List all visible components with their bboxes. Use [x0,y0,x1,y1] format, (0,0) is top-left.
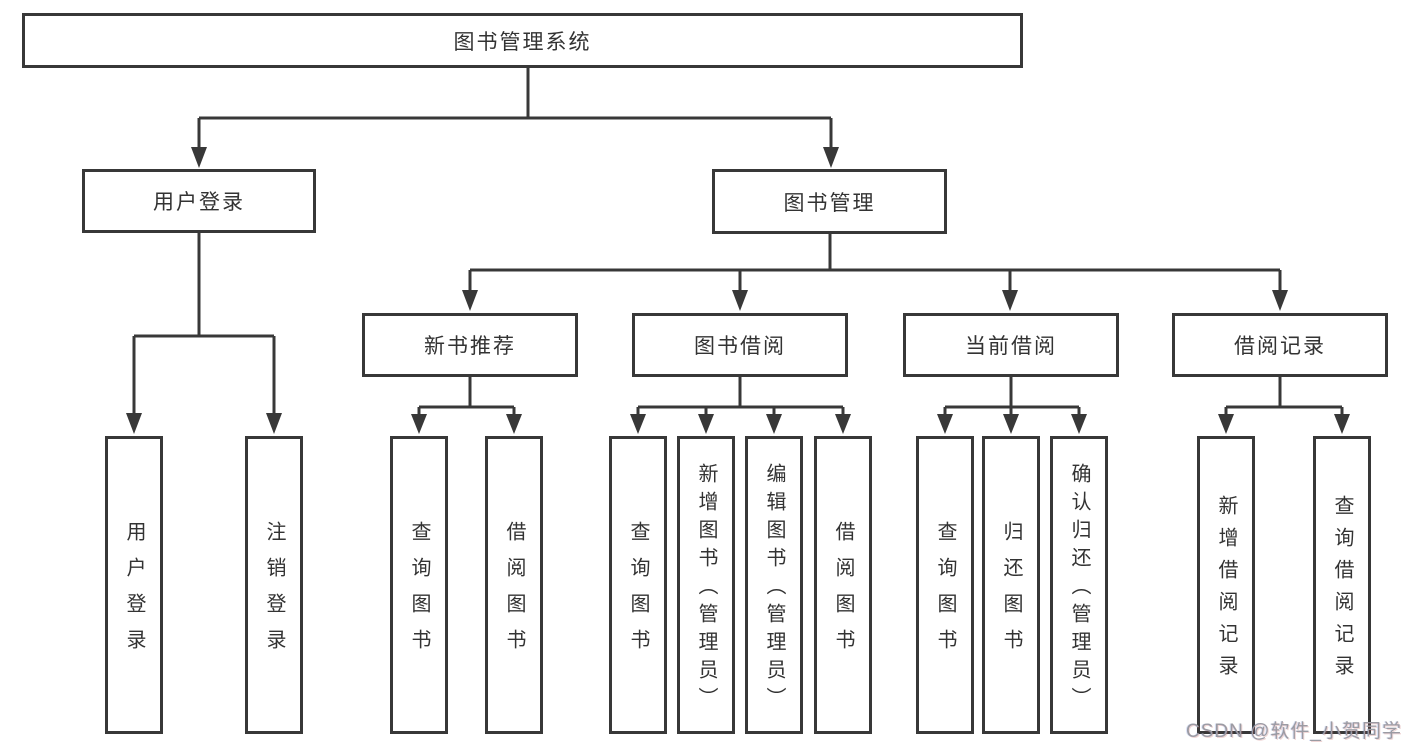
leaf-borrow-books-label: 借阅图书 [832,521,854,665]
leaf-borrow-books-recommend-label: 借阅图书 [503,521,525,665]
node-new-book-recommendation: 新书推荐 [362,313,578,377]
leaf-return-books: 归还图书 [982,436,1040,734]
node-borrowing-records: 借阅记录 [1172,313,1388,377]
node-current-borrowing-label: 当前借阅 [965,335,1057,358]
branch-book-management-label: 图书管理 [783,191,876,215]
leaf-logout: 注销登录 [245,436,303,734]
leaf-return-books-label: 归还图书 [1000,521,1022,665]
root-node-label: 图书管理系统 [453,30,592,54]
leaf-borrow-books-recommend: 借阅图书 [485,436,543,734]
leaf-query-books-borrow: 查询图书 [609,436,667,734]
leaf-query-books-recommend: 查询图书 [390,436,448,734]
leaf-confirm-return-admin: 确认归还（管理员） [1050,436,1108,734]
leaf-edit-books-admin-label: 编辑图书（管理员） [763,463,785,715]
leaf-add-books-admin: 新增图书（管理员） [677,436,735,734]
leaf-user-login-label: 用户登录 [123,521,145,665]
leaf-add-books-admin-label: 新增图书（管理员） [695,463,717,715]
leaf-query-borrow-record: 查询借阅记录 [1313,436,1371,734]
leaf-user-login: 用户登录 [105,436,163,734]
branch-book-management: 图书管理 [712,169,947,234]
leaf-borrow-books: 借阅图书 [814,436,872,734]
leaf-query-books-current: 查询图书 [916,436,974,734]
csdn-watermark: CSDN @软件_小贺同学 [1186,721,1402,742]
branch-user-login-label: 用户登录 [153,191,245,214]
root-node-library-management-system: 图书管理系统 [22,13,1023,68]
leaf-confirm-return-admin-label: 确认归还（管理员） [1068,463,1090,715]
node-book-borrowing-label: 图书借阅 [694,335,786,358]
node-book-borrowing: 图书借阅 [632,313,848,377]
leaf-logout-label: 注销登录 [263,521,285,665]
leaf-edit-books-admin: 编辑图书（管理员） [745,436,803,734]
leaf-query-books-borrow-label: 查询图书 [627,521,649,665]
node-borrowing-records-label: 借阅记录 [1234,335,1326,358]
node-current-borrowing: 当前借阅 [903,313,1119,377]
leaf-query-borrow-record-label: 查询借阅记录 [1331,495,1353,687]
leaf-add-borrow-record-label: 新增借阅记录 [1215,495,1237,687]
node-new-book-recommendation-label: 新书推荐 [424,335,516,358]
branch-user-login: 用户登录 [82,169,316,233]
leaf-add-borrow-record: 新增借阅记录 [1197,436,1255,734]
leaf-query-books-recommend-label: 查询图书 [408,521,430,665]
leaf-query-books-current-label: 查询图书 [934,521,956,665]
